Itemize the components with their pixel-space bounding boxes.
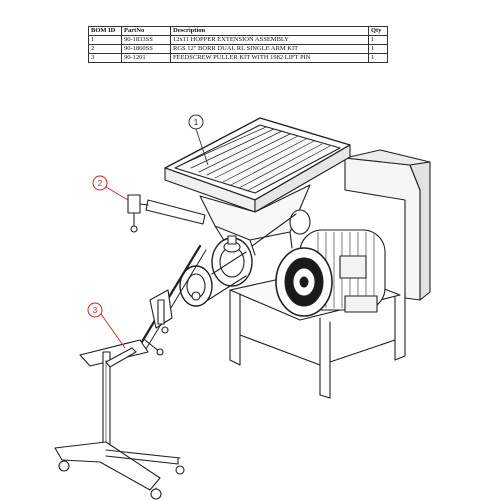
hopper-extension-assembly [164, 117, 351, 256]
borr-dual-rail-arm [127, 194, 206, 233]
callout-3: 3 [87, 302, 126, 349]
lift-stand-base [54, 441, 185, 500]
callout-1: 1 [188, 114, 209, 166]
callout-2-label: 2 [98, 179, 103, 188]
table-row: 3 90-1201 FEEDSCREW PULLER KIT WITH 1982… [88, 53, 388, 63]
callout-3-label: 3 [93, 306, 98, 315]
callout-1-label: 1 [194, 118, 199, 127]
electric-motor [275, 229, 386, 317]
bom-table: BOM ID PartNo Description Qty 1 90-1833S… [88, 26, 388, 63]
callout-2: 2 [92, 175, 129, 201]
bom-cell-qty: 1 [368, 53, 388, 63]
feedscrew-puller-kit [79, 244, 207, 453]
motor-cabinet [344, 149, 431, 301]
feed-head [179, 209, 311, 307]
